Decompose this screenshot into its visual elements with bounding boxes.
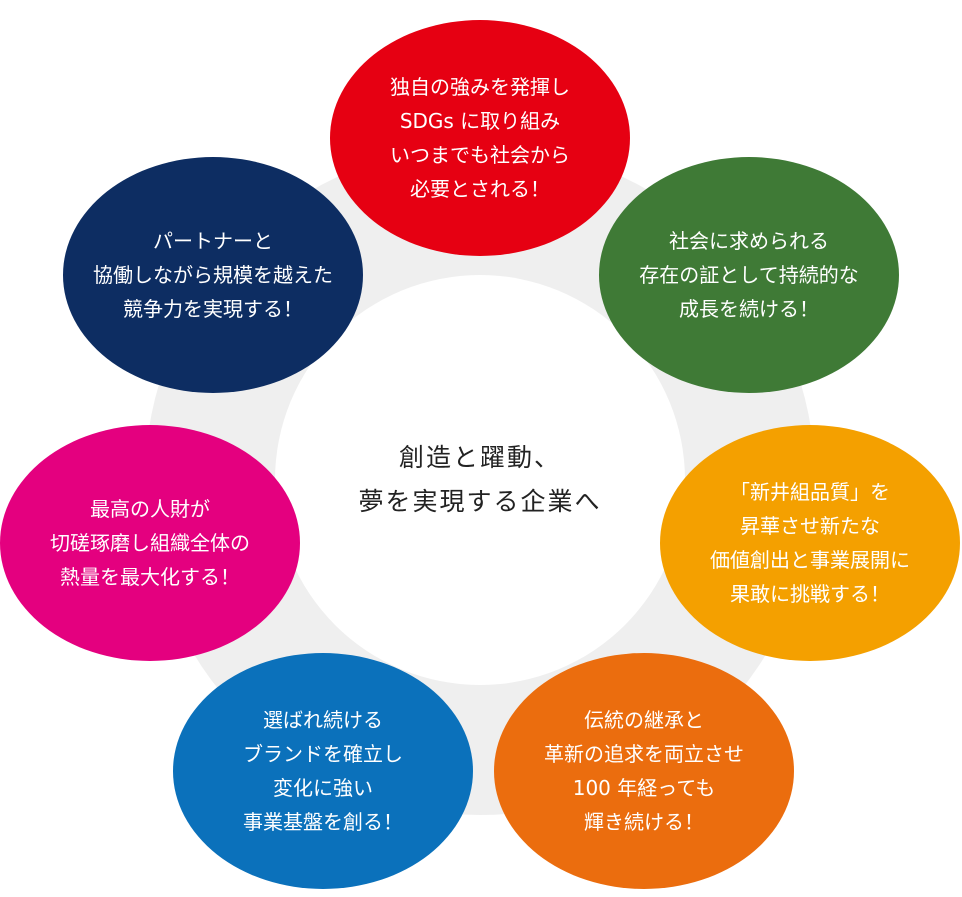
center-line-2: 夢を実現する企業へ	[358, 487, 602, 516]
bubble-top-line-4: 必要とされる！	[410, 177, 550, 201]
bubble-top-line-1: 独自の強みを発揮し	[390, 75, 570, 99]
bubble-right: 「新井組品質」を 昇華させ新たな 価値創出と事業展開に 果敢に挑戦する！	[660, 425, 960, 661]
bubble-lower-right-line-2: 革新の追求を両立させ	[544, 742, 744, 766]
bubble-upper-right-line-1: 社会に求められる	[669, 229, 829, 253]
bubble-lower-left-line-2: ブランドを確立し	[243, 742, 403, 766]
center-statement: 創造と躍動、 夢を実現する企業へ	[275, 275, 685, 685]
bubble-right-line-2: 昇華させ新たな	[740, 514, 880, 538]
bubble-right-line-3: 価値創出と事業展開に	[710, 548, 910, 572]
bubble-lower-right-line-4: 輝き続ける！	[584, 810, 704, 834]
bubble-upper-right-line-2: 存在の証として持続的な	[639, 263, 859, 287]
bubble-upper-left: パートナーと 協働しながら規模を越えた 競争力を実現する！	[63, 157, 363, 393]
bubble-top-line-2: SDGs に取り組み	[399, 109, 561, 133]
bubble-lower-right-line-1: 伝統の継承と	[584, 708, 704, 732]
bubble-top: 独自の強みを発揮し SDGs に取り組み いつまでも社会から 必要とされる！	[330, 20, 630, 256]
bubble-lower-left: 選ばれ続ける ブランドを確立し 変化に強い 事業基盤を創る！	[173, 653, 473, 889]
bubble-right-line-4: 果敢に挑戦する！	[730, 582, 890, 606]
bubble-lower-left-line-1: 選ばれ続ける	[263, 708, 383, 732]
bubble-lower-left-line-4: 事業基盤を創る！	[243, 810, 403, 834]
bubble-lower-right-line-3: 100 年経っても	[572, 776, 716, 800]
bubble-lower-right: 伝統の継承と 革新の追求を両立させ 100 年経っても 輝き続ける！	[494, 653, 794, 889]
bubble-top-line-3: いつまでも社会から	[390, 143, 570, 167]
bubble-left-line-1: 最高の人財が	[90, 497, 210, 521]
bubble-right-line-1: 「新井組品質」を	[730, 480, 890, 504]
center-line-1: 創造と躍動、	[398, 443, 561, 472]
bubble-upper-left-line-1: パートナーと	[153, 229, 273, 253]
bubble-lower-left-line-3: 変化に強い	[273, 776, 373, 800]
bubble-upper-left-line-2: 協働しながら規模を越えた	[93, 263, 333, 287]
bubble-upper-right: 社会に求められる 存在の証として持続的な 成長を続ける！	[599, 157, 899, 393]
bubble-upper-left-line-3: 競争力を実現する！	[123, 297, 303, 321]
center-circle	[275, 275, 685, 685]
bubble-left: 最高の人財が 切磋琢磨し組織全体の 熱量を最大化する！	[0, 425, 300, 661]
bubble-left-line-2: 切磋琢磨し組織全体の	[50, 531, 250, 555]
bubble-upper-right-line-3: 成長を続ける！	[679, 297, 819, 321]
bubble-left-line-3: 熱量を最大化する！	[60, 565, 240, 589]
